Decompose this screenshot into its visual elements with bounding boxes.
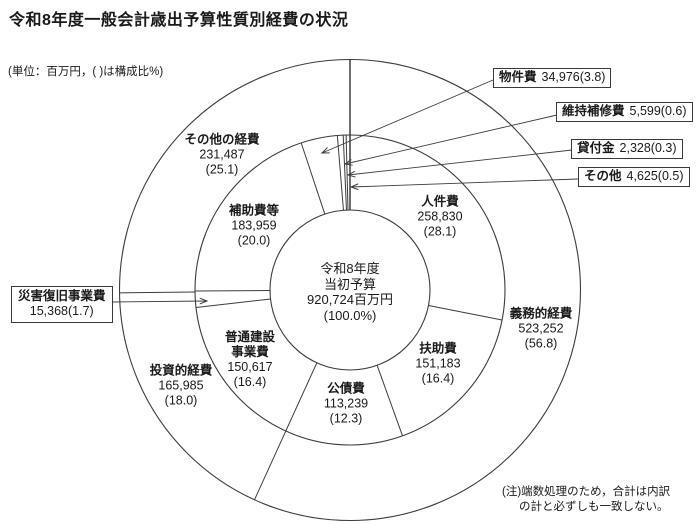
segment-name: その他 bbox=[584, 169, 622, 183]
segment-name: 貸付金 bbox=[577, 141, 615, 155]
segment-percent: (18.0) bbox=[164, 393, 198, 408]
public-assistance-label: 扶助費 151,183 (16.4) bbox=[415, 342, 460, 387]
center-line: 920,724百万円 bbox=[307, 292, 393, 307]
center-line: (100.0%) bbox=[323, 307, 377, 323]
segment-value: 258,830 bbox=[417, 209, 463, 224]
segment-percent: (25.1) bbox=[205, 162, 239, 177]
segment-value: 183,959 bbox=[231, 218, 277, 233]
loans-callout: 貸付金 2,328(0.3) bbox=[571, 139, 683, 159]
outer-ring-divider bbox=[254, 430, 287, 500]
leader-line bbox=[322, 79, 494, 153]
leader-line bbox=[351, 178, 579, 187]
inner-ring-divider bbox=[376, 365, 403, 437]
maintenance-repair-callout: 維持補修費 5,599(0.6) bbox=[556, 102, 693, 122]
personnel-cost-label: 人件費 258,830 (28.1) bbox=[417, 195, 462, 240]
segment-percent: (0.6) bbox=[660, 104, 687, 118]
subsidies-label: 補助費等 183,959 (20.0) bbox=[229, 204, 279, 249]
segment-name: 投資的経費 bbox=[149, 363, 213, 378]
inner-ring-divider bbox=[428, 304, 503, 321]
segment-name: 物件費 bbox=[499, 70, 537, 84]
segment-value: 5,599 bbox=[629, 104, 661, 118]
segment-percent: (56.8) bbox=[524, 336, 558, 351]
footnote-line-1: (注)端数処理のため，合計は内訳 bbox=[502, 486, 671, 498]
misc-other-callout: その他 4,625(0.5) bbox=[578, 167, 690, 187]
segment-value-line: 15,368(1.7) bbox=[18, 304, 106, 319]
unit-note: (単位：百万円，( )は構成比%) bbox=[8, 66, 164, 78]
segment-value: 4,625 bbox=[626, 169, 658, 183]
segment-name: 普通建設事業費 bbox=[224, 330, 275, 359]
segment-name: 公債費 bbox=[327, 381, 365, 396]
inner-ring-divider bbox=[300, 142, 326, 215]
segment-value: 231,487 bbox=[199, 147, 245, 162]
segment-value: 15,368 bbox=[29, 304, 69, 318]
goods-expenses-callout: 物件費 34,976(3.8) bbox=[493, 68, 612, 88]
center-line: 令和8年度 bbox=[320, 261, 380, 276]
leader-line bbox=[109, 301, 207, 302]
obligatory-expenses-label: 義務的経費 523,252 (56.8) bbox=[510, 307, 573, 352]
segment-name: 災害復旧事業費 bbox=[18, 289, 106, 303]
segment-value: 2,328 bbox=[619, 141, 651, 155]
segment-percent: (1.7) bbox=[68, 304, 94, 318]
other-expenses-label: その他の経費 231,487 (25.1) bbox=[184, 133, 259, 178]
segment-name: 人件費 bbox=[421, 194, 459, 209]
segment-percent: (16.4) bbox=[233, 375, 267, 389]
segment-name: 義務的経費 bbox=[509, 306, 573, 321]
segment-value: 165,985 bbox=[158, 378, 204, 393]
segment-value: 151,183 bbox=[415, 356, 461, 371]
segment-name: 維持補修費 bbox=[562, 104, 625, 118]
segment-percent: (28.1) bbox=[423, 224, 457, 239]
center-line: 当初予算 bbox=[323, 276, 376, 292]
outer-ring-divider bbox=[119, 291, 196, 294]
construction-works-label: 普通建設事業費 150,617 (16.4) bbox=[222, 330, 278, 390]
footnote: (注)端数処理のため，合計は内訳 の計と必ずしも一致しない。 bbox=[502, 485, 670, 515]
inner-ring-divider bbox=[285, 362, 318, 432]
inner-ring-divider bbox=[336, 135, 344, 211]
center-total-label: 令和8年度 当初予算 920,724百万円 (100.0%) bbox=[307, 261, 393, 323]
segment-value: 34,976 bbox=[541, 70, 580, 84]
page-title: 令和8年度一般会計歳出予算性質別経費の状況 bbox=[9, 12, 349, 29]
segment-value: 150,617 bbox=[227, 360, 273, 374]
segment-name: 扶助費 bbox=[419, 341, 457, 356]
segment-value: 113,239 bbox=[323, 396, 369, 411]
segment-percent: (0.3) bbox=[650, 141, 677, 155]
segment-name: 補助費等 bbox=[228, 203, 280, 218]
investment-expenses-label: 投資的経費 165,985 (18.0) bbox=[150, 364, 213, 409]
segment-percent: (20.0) bbox=[237, 233, 271, 248]
segment-percent: (16.4) bbox=[421, 371, 455, 386]
segment-percent: (0.5) bbox=[657, 169, 684, 183]
disaster-recovery-callout: 災害復旧事業費 15,368(1.7) bbox=[11, 286, 113, 323]
segment-percent: (3.8) bbox=[579, 70, 606, 84]
debt-service-label: 公債費 113,239 (12.3) bbox=[324, 382, 368, 427]
segment-percent: (12.3) bbox=[329, 411, 363, 426]
footnote-line-2: の計と必ずしも一致しない。 bbox=[519, 501, 669, 513]
segment-value: 523,252 bbox=[518, 321, 564, 336]
inner-ring-divider bbox=[195, 298, 271, 308]
inner-ring-divider bbox=[342, 135, 347, 211]
segment-name: その他の経費 bbox=[184, 132, 260, 147]
leader-line bbox=[345, 114, 558, 164]
leader-line bbox=[348, 149, 573, 175]
